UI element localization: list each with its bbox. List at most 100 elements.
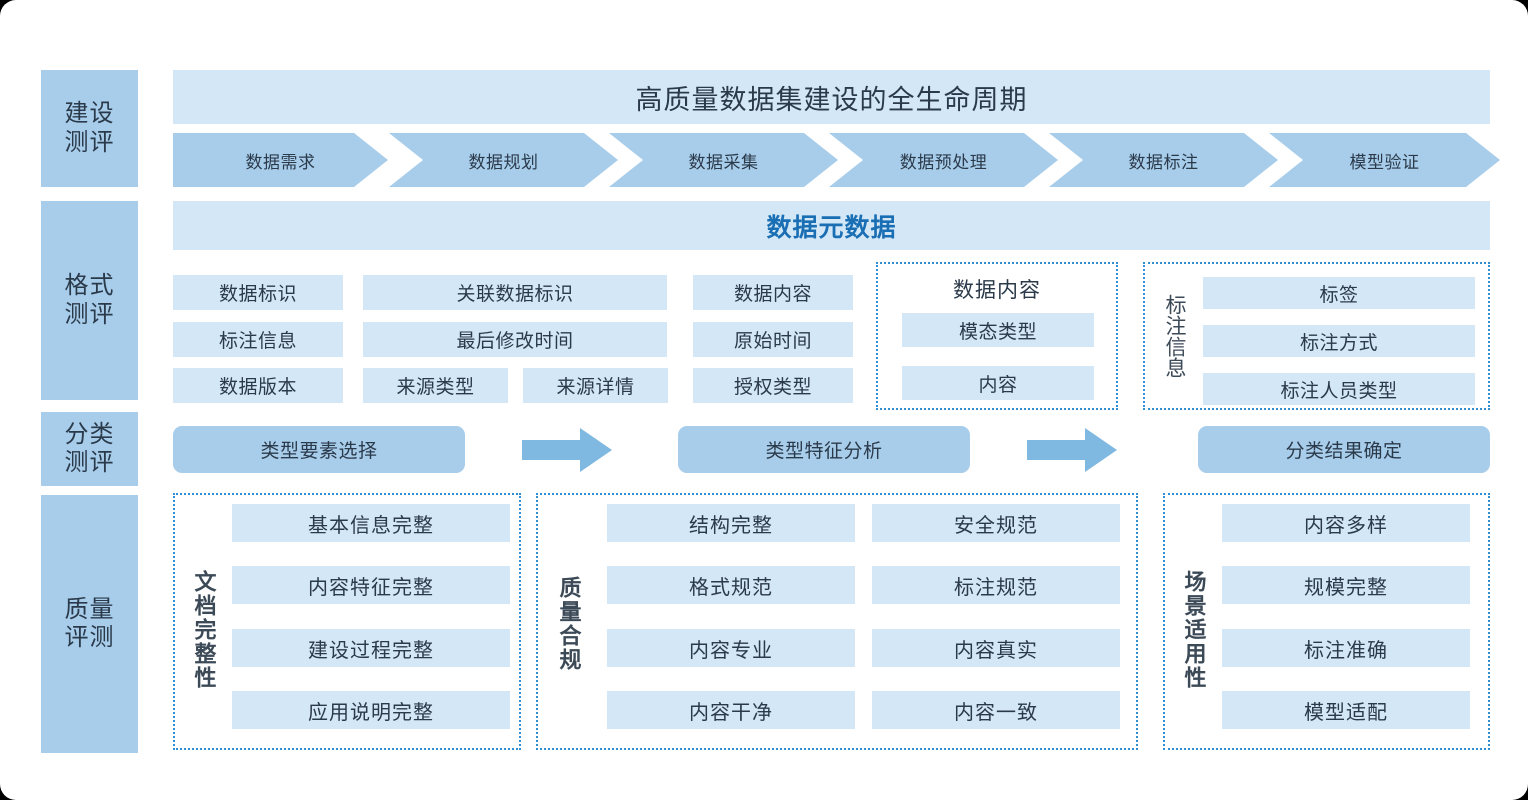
metadata-chip-label: 授权类型 [733,377,812,398]
stage-label-quality-evaluation: 质量 评测 [41,495,138,753]
classification-step-result[interactable]: 分类结果确定 [1198,426,1490,473]
quality-chip-application-note-complete[interactable]: 应用说明完整 [232,691,510,729]
classification-step-label: 类型要素选择 [260,441,378,462]
metadata-chip-label: 标注人员类型 [1280,380,1398,402]
stage-label-classification-evaluation: 分类 测评 [41,412,138,486]
lifecycle-step-label: 数据需求 [245,152,316,172]
quality-chip-label: 内容干净 [689,701,773,724]
quality-chip-structure-complete[interactable]: 结构完整 [607,504,855,542]
metadata-chip-tag[interactable]: 标签 [1203,277,1475,309]
metadata-chip-data-content[interactable]: 数据内容 [693,275,853,310]
lifecycle-step-label: 模型验证 [1349,152,1420,172]
metadata-chip-label: 最后修改时间 [456,331,574,352]
quality-chip-label: 建设过程完整 [308,639,434,662]
metadata-chip-label: 数据版本 [218,377,297,398]
quality-group-label-text: 文档完整性 [191,570,217,690]
quality-chip-basic-info-complete[interactable]: 基本信息完整 [232,504,510,542]
quality-chip-content-professional[interactable]: 内容专业 [607,629,855,667]
metadata-chip-source-type[interactable]: 来源类型 [363,368,508,403]
metadata-chip-modality-type[interactable]: 模态类型 [902,313,1094,347]
metadata-chip-label: 标注信息 [218,331,297,352]
quality-chip-label: 安全规范 [954,514,1038,537]
quality-chip-label: 规模完整 [1304,576,1388,599]
classification-step-label: 分类结果确定 [1285,441,1403,462]
quality-chip-scale-complete[interactable]: 规模完整 [1222,566,1470,604]
metadata-chip-label: 数据内容 [733,284,812,305]
lifecycle-step-6[interactable]: 模型验证 [1269,133,1500,187]
quality-chip-label: 结构完整 [689,514,773,537]
lifecycle-step-2[interactable]: 数据规划 [389,133,618,187]
lifecycle-step-5[interactable]: 数据标注 [1049,133,1278,187]
metadata-chip-label: 关联数据标识 [456,284,574,305]
classification-step-label: 类型特征分析 [765,441,883,462]
quality-chip-content-feature-complete[interactable]: 内容特征完整 [232,566,510,604]
metadata-group-title-label: 数据内容 [953,279,1041,302]
classification-arrow-2-icon [1027,428,1123,472]
metadata-chip-label: 来源详情 [556,377,635,398]
metadata-group-annotation-label: 标注信息 [1155,270,1193,402]
lifecycle-step-4[interactable]: 数据预处理 [829,133,1058,187]
metadata-title-banner: 数据元数据 [173,201,1490,250]
metadata-chip-data-version[interactable]: 数据版本 [173,368,343,403]
metadata-chip-label: 标注方式 [1299,332,1378,354]
stage-label-text: 质量 评测 [64,595,115,651]
quality-group-label-text: 场景适用性 [1181,570,1207,690]
quality-chip-content-authentic[interactable]: 内容真实 [872,629,1120,667]
quality-chip-format-standard[interactable]: 格式规范 [607,566,855,604]
quality-chip-label: 内容真实 [954,639,1038,662]
quality-chip-annotation-accurate[interactable]: 标注准确 [1222,629,1470,667]
metadata-chip-label: 内容 [978,374,1018,396]
metadata-chip-original-time[interactable]: 原始时间 [693,322,853,357]
quality-chip-content-consistent[interactable]: 内容一致 [872,691,1120,729]
metadata-chip-annotation-method[interactable]: 标注方式 [1203,325,1475,357]
metadata-chip-label: 标签 [1319,284,1359,306]
metadata-group-label-text: 标注信息 [1163,294,1187,378]
quality-chip-label: 模型适配 [1304,701,1388,724]
quality-chip-annotation-standard[interactable]: 标注规范 [872,566,1120,604]
quality-chip-label: 内容特征完整 [308,576,434,599]
stage-label-text: 分类 测评 [64,420,115,476]
stage-label-text: 格式 测评 [64,272,115,328]
metadata-chip-data-id[interactable]: 数据标识 [173,275,343,310]
stage-label-text: 建设 测评 [64,100,115,156]
metadata-chip-license-type[interactable]: 授权类型 [693,368,853,403]
quality-chip-label: 格式规范 [689,576,773,599]
metadata-chip-label: 原始时间 [733,331,812,352]
lifecycle-step-label: 数据预处理 [899,152,988,172]
quality-chip-build-process-complete[interactable]: 建设过程完整 [232,629,510,667]
quality-group-scenario-applicability-label: 场景适用性 [1174,550,1214,710]
lifecycle-step-label: 数据采集 [688,152,759,172]
metadata-chip-label: 来源类型 [396,377,475,398]
lifecycle-title-banner: 高质量数据集建设的全生命周期 [173,70,1490,124]
stage-label-format-evaluation: 格式 测评 [41,201,138,400]
metadata-chip-annotator-type[interactable]: 标注人员类型 [1203,373,1475,405]
metadata-chip-source-detail[interactable]: 来源详情 [523,368,668,403]
quality-group-label-text: 质量合规 [556,576,582,672]
lifecycle-step-label: 数据规划 [468,152,539,172]
classification-step-feature-analysis[interactable]: 类型特征分析 [678,426,970,473]
metadata-chip-last-modified-time[interactable]: 最后修改时间 [363,322,667,357]
quality-chip-label: 内容一致 [954,701,1038,724]
quality-chip-content-clean[interactable]: 内容干净 [607,691,855,729]
lifecycle-step-1[interactable]: 数据需求 [173,133,388,187]
metadata-chip-label: 数据标识 [218,284,297,305]
quality-chip-label: 标注规范 [954,576,1038,599]
quality-chip-label: 标注准确 [1304,639,1388,662]
classification-step-element-selection[interactable]: 类型要素选择 [173,426,465,473]
quality-chip-content-diverse[interactable]: 内容多样 [1222,504,1470,542]
quality-chip-label: 内容多样 [1304,514,1388,537]
classification-arrow-1-icon [522,428,618,472]
quality-chip-security-standard[interactable]: 安全规范 [872,504,1120,542]
metadata-chip-linked-data-id[interactable]: 关联数据标识 [363,275,667,310]
lifecycle-title: 高质量数据集建设的全生命周期 [635,84,1028,115]
metadata-chip-label: 模态类型 [958,321,1037,343]
metadata-group-data-content-title: 数据内容 [890,272,1104,306]
quality-chip-model-fit[interactable]: 模型适配 [1222,691,1470,729]
metadata-chip-annotation-info[interactable]: 标注信息 [173,322,343,357]
quality-chip-label: 基本信息完整 [308,514,434,537]
quality-chip-label: 内容专业 [689,639,773,662]
metadata-chip-content[interactable]: 内容 [902,366,1094,400]
lifecycle-step-3[interactable]: 数据采集 [609,133,838,187]
stage-label-construction-evaluation: 建设 测评 [41,70,138,187]
quality-chip-label: 应用说明完整 [308,701,434,724]
